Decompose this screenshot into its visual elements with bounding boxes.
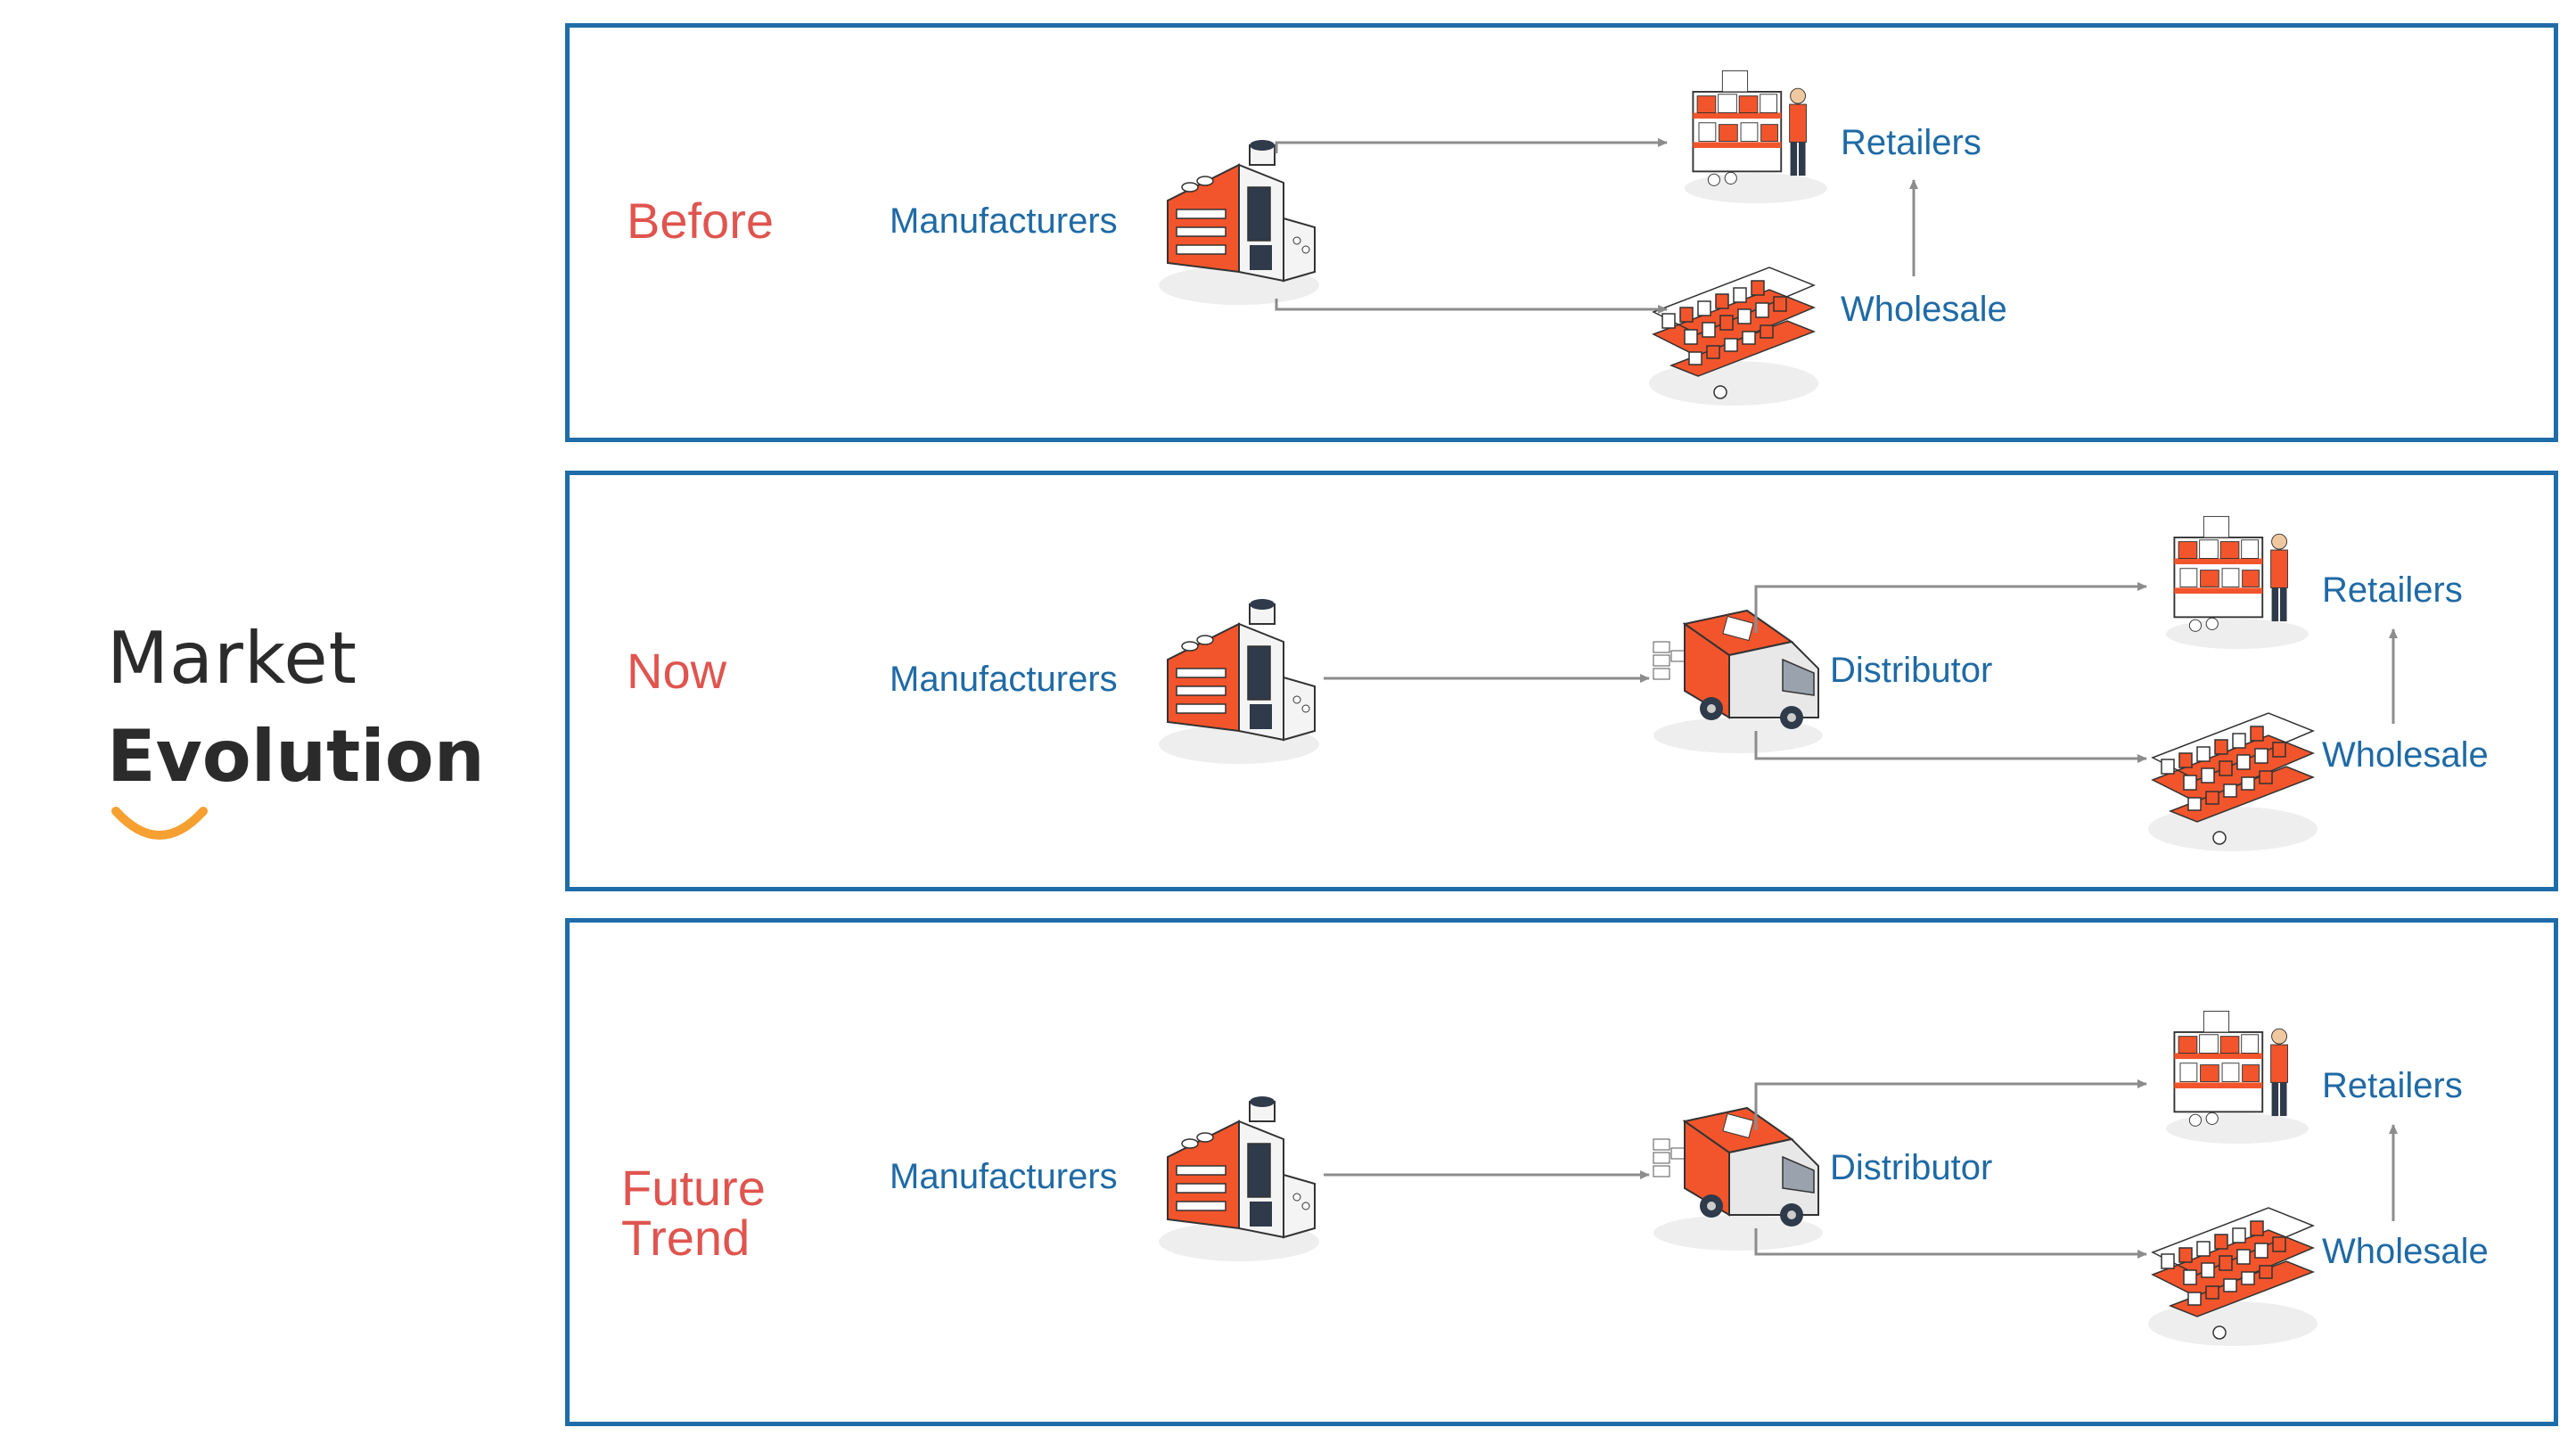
arrow-distributor-to-wholesale	[1754, 731, 2147, 763]
manufacturers-label: Manufacturers	[890, 660, 1118, 699]
title-evolution: Evolution	[107, 715, 485, 798]
panel-now	[565, 471, 2558, 891]
stage-label-now: Now	[627, 643, 727, 699]
distributor-label: Distributor	[1830, 651, 1993, 690]
stage-label-line1: Future	[621, 1160, 766, 1216]
manufacturers-label: Manufacturers	[890, 201, 1118, 241]
stage-label-line2: Trend	[621, 1210, 751, 1266]
arrow-distributor-to-wholesale	[1754, 1228, 2147, 1259]
arrow-manufacturers-to-wholesale	[1275, 299, 1668, 314]
wholesale-label: Wholesale	[2322, 1232, 2489, 1271]
arrow-manufacturers-to-retailers	[1275, 138, 1668, 153]
retailers-label: Retailers	[1841, 123, 1981, 162]
retailers-label: Retailers	[2322, 570, 2463, 610]
smile-accent-icon	[111, 807, 208, 840]
arrow-distributor-to-retailers	[1754, 1079, 2147, 1130]
wholesale-label: Wholesale	[2322, 735, 2489, 775]
stage-label-future-trend: Future Trend	[621, 1163, 766, 1263]
retailers-label: Retailers	[2322, 1066, 2463, 1105]
wholesale-label: Wholesale	[1841, 290, 2007, 329]
panel-future-trend	[565, 918, 2558, 1426]
stage-label-before: Before	[627, 193, 774, 249]
manufacturers-label: Manufacturers	[890, 1157, 1118, 1196]
arrow-distributor-to-retailers	[1754, 582, 2147, 633]
distributor-label: Distributor	[1830, 1148, 1993, 1187]
panel-before	[565, 23, 2558, 442]
title-market: Market	[107, 617, 357, 700]
